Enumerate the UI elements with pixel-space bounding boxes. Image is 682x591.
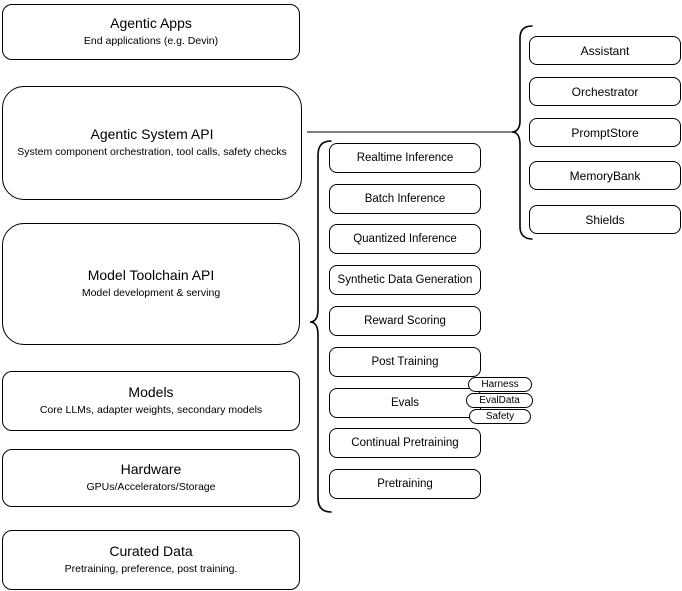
component-orchestrator: Orchestrator <box>529 77 681 106</box>
layer-subtitle: Pretraining, preference, post training. <box>64 563 238 576</box>
layer-subtitle: GPUs/Accelerators/Storage <box>86 481 216 494</box>
eval-tag-label: EvalData <box>479 395 520 406</box>
toolchain-item-label: Quantized Inference <box>353 233 457 245</box>
layer-subtitle: Model development & serving <box>81 287 221 300</box>
layer-curated-data: Curated Data Pretraining, preference, po… <box>2 530 300 590</box>
layer-model-toolchain-api: Model Toolchain API Model development & … <box>2 223 300 345</box>
toolchain-item-label: Evals <box>390 397 420 409</box>
toolchain-item-batch-inference: Batch Inference <box>329 184 481 214</box>
component-label: PromptStore <box>571 125 639 140</box>
toolchain-item-reward-scoring: Reward Scoring <box>329 306 481 336</box>
toolchain-item-continual-pretraining: Continual Pretraining <box>329 428 481 458</box>
eval-tag-safety: Safety <box>469 409 531 424</box>
toolchain-item-label: Continual Pretraining <box>351 437 459 449</box>
layer-subtitle: End applications (e.g. Devin) <box>83 35 219 48</box>
component-label: Shields <box>585 212 625 227</box>
toolchain-item-label: Pretraining <box>377 478 433 490</box>
toolchain-brace <box>309 140 332 513</box>
toolchain-item-synthetic-data-generation: Synthetic Data Generation <box>329 265 481 295</box>
layer-subtitle: Core LLMs, adapter weights, secondary mo… <box>39 404 263 417</box>
layer-agentic-apps: Agentic Apps End applications (e.g. Devi… <box>2 4 300 60</box>
toolchain-item-label: Batch Inference <box>364 193 446 205</box>
toolchain-item-evals: Evals <box>329 388 481 418</box>
layer-title: Agentic Apps <box>110 14 192 31</box>
layer-title: Agentic System API <box>90 125 214 142</box>
component-shields: Shields <box>529 205 681 234</box>
eval-tag-evaldata: EvalData <box>466 393 533 408</box>
toolchain-item-label: Reward Scoring <box>364 315 446 327</box>
component-label: Orchestrator <box>571 84 639 99</box>
layer-title: Hardware <box>120 460 182 477</box>
layer-subtitle: System component orchestration, tool cal… <box>17 146 287 159</box>
toolchain-item-quantized-inference: Quantized Inference <box>329 224 481 254</box>
component-promptstore: PromptStore <box>529 118 681 147</box>
eval-tag-harness: Harness <box>468 377 532 392</box>
toolchain-item-label: Realtime Inference <box>356 152 454 164</box>
layer-title: Curated Data <box>109 542 193 559</box>
layer-title: Models <box>128 383 174 400</box>
toolchain-item-label: Post Training <box>371 356 439 368</box>
eval-tag-label: Safety <box>485 411 515 422</box>
layer-agentic-system-api: Agentic System API System component orch… <box>2 86 302 200</box>
toolchain-item-realtime-inference: Realtime Inference <box>329 143 481 173</box>
toolchain-item-pretraining: Pretraining <box>329 469 481 499</box>
component-assistant: Assistant <box>529 36 681 65</box>
layer-hardware: Hardware GPUs/Accelerators/Storage <box>2 449 300 507</box>
component-label: Assistant <box>580 43 630 58</box>
layer-title: Model Toolchain API <box>87 266 215 283</box>
toolchain-item-label: Synthetic Data Generation <box>337 274 473 286</box>
layer-models: Models Core LLMs, adapter weights, secon… <box>2 371 300 431</box>
component-label: MemoryBank <box>569 168 641 183</box>
component-memorybank: MemoryBank <box>529 161 681 190</box>
eval-tag-label: Harness <box>481 379 519 390</box>
toolchain-item-post-training: Post Training <box>329 347 481 377</box>
